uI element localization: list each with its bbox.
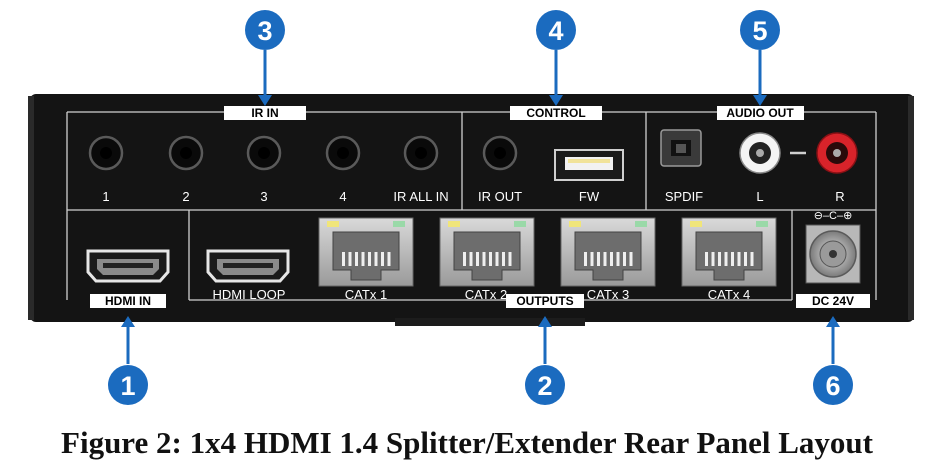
link-led (448, 221, 460, 227)
audio-r-label: R (835, 189, 844, 204)
svg-text:6: 6 (825, 371, 840, 401)
hdmi-in-label: HDMI IN (105, 294, 151, 308)
dc-label: DC 24V (812, 294, 854, 308)
dc-label-box (796, 294, 870, 308)
catx-1-rj45-port[interactable] (318, 217, 414, 287)
ir-out-label: IR OUT (478, 189, 522, 204)
svg-text:1: 1 (120, 371, 135, 401)
hdmi-in-port[interactable] (86, 249, 170, 283)
audio-out-label: AUDIO OUT (726, 106, 794, 120)
catx-3-rj45-port[interactable] (560, 217, 656, 287)
spdif-label: SPDIF (665, 189, 703, 204)
ir-out-jack[interactable] (482, 135, 518, 171)
figure-caption: Figure 2: 1x4 HDMI 1.4 Splitter/Extender… (61, 425, 873, 460)
ir-in-jack-1[interactable] (88, 135, 124, 171)
callout-4: 4 (536, 10, 576, 50)
rca-right-red[interactable] (816, 132, 858, 174)
hdmi-loop-label: HDMI LOOP (213, 287, 286, 302)
svg-text:2: 2 (537, 371, 552, 401)
ir-in-label: IR IN (251, 106, 278, 120)
fw-usb-port[interactable] (554, 149, 624, 181)
audio-l-label: L (756, 189, 763, 204)
outputs-label: OUTPUTS (516, 294, 573, 308)
ir-4-label: 4 (339, 189, 346, 204)
hdmi-loop-port[interactable] (206, 249, 290, 283)
catx-4-rj45-port[interactable] (681, 217, 777, 287)
catx-4-label: CATx 4 (708, 287, 750, 302)
rca-left-white[interactable] (739, 132, 781, 174)
ir-in-jack-4[interactable] (325, 135, 361, 171)
fw-label: FW (579, 189, 600, 204)
control-label: CONTROL (526, 106, 585, 120)
svg-text:3: 3 (257, 16, 272, 46)
catx-2-label: CATx 2 (465, 287, 507, 302)
callout-3: 3 (245, 10, 285, 50)
ir-all-in-jack[interactable] (403, 135, 439, 171)
svg-text:4: 4 (548, 16, 563, 46)
activity-led (514, 221, 526, 227)
catx-1-label: CATx 1 (345, 287, 387, 302)
ir-in-jack-2[interactable] (168, 135, 204, 171)
hdmi-in-label-box (90, 294, 166, 308)
callout-5: 5 (740, 10, 780, 50)
ir-in-jack-3[interactable] (246, 135, 282, 171)
ir-in-label-box (224, 106, 306, 120)
catx-2-rj45-port[interactable] (439, 217, 535, 287)
ir-3-label: 3 (260, 189, 267, 204)
catx-3-label: CATx 3 (587, 287, 629, 302)
callout-2: 2 (525, 365, 565, 405)
dc-polarity-symbol: ⊖–C–⊕ (814, 210, 853, 222)
svg-text:5: 5 (752, 16, 767, 46)
activity-led (635, 221, 647, 227)
ir-1-label: 1 (102, 189, 109, 204)
dc-power-jack[interactable]: ⊖–C–⊕ (805, 210, 861, 284)
audio-out-label-box (717, 106, 804, 120)
activity-led (393, 221, 405, 227)
callout-1: 1 (108, 365, 148, 405)
link-led (327, 221, 339, 227)
ir-2-label: 2 (182, 189, 189, 204)
outputs-label-box (506, 294, 584, 308)
spdif-optical-port[interactable] (660, 129, 702, 167)
ir-all-in-label: IR ALL IN (393, 189, 448, 204)
link-led (690, 221, 702, 227)
link-led (569, 221, 581, 227)
control-label-box (510, 106, 602, 120)
activity-led (756, 221, 768, 227)
rear-panel-diagram: IR IN CONTROL AUDIO OUT HDMI IN OUTPUTS … (28, 10, 914, 405)
callout-6: 6 (813, 365, 853, 405)
